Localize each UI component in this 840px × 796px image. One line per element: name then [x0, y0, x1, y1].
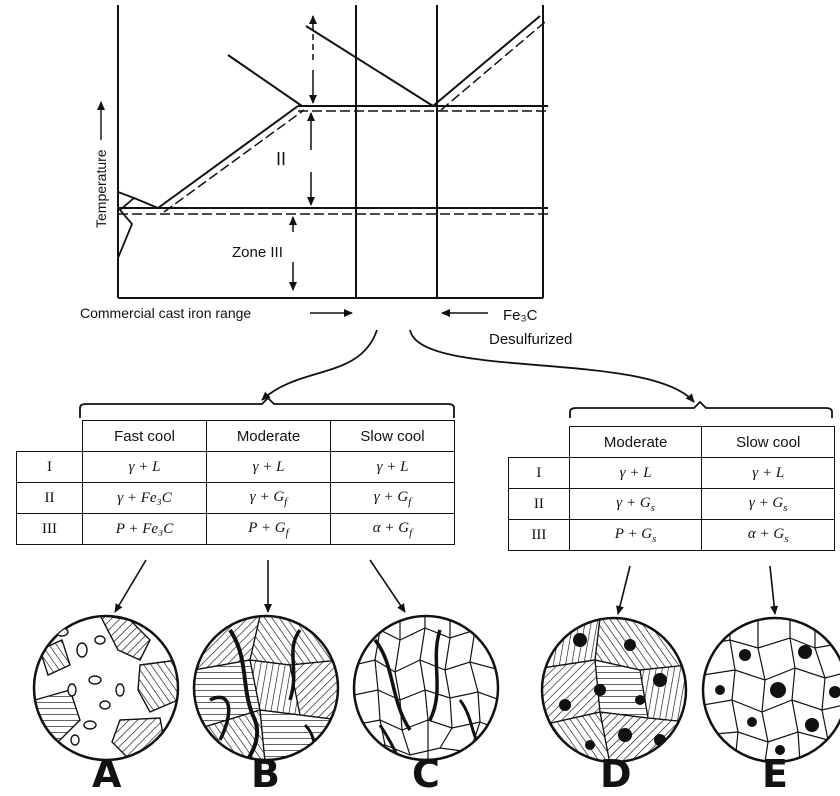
phase-table-right: Moderate Slow cool I γ + L γ + L II γ + … — [508, 426, 835, 551]
table-cell: γ + L — [701, 457, 835, 489]
table-row: II γ + Gs γ + Gs — [508, 488, 835, 520]
micrograph-label-A: A — [92, 752, 122, 796]
table-cell: γ + Gf — [330, 482, 455, 514]
zone-label: II — [508, 488, 570, 520]
a3-line — [133, 197, 159, 209]
micrograph-label-D: D — [600, 752, 632, 796]
acm-line-graphite — [163, 109, 305, 213]
arrow-to-E — [769, 565, 779, 615]
table-row: I γ + L γ + L — [508, 457, 835, 489]
arrow-to-A — [114, 559, 147, 613]
micrograph-D — [540, 616, 688, 764]
liquidus-hyper-graphite — [440, 21, 546, 111]
fe3c-label: Fe₃C — [503, 307, 538, 324]
table-row: II γ + Fe₃C γ + Gf γ + Gf — [16, 482, 455, 514]
header-moderate: Moderate — [206, 420, 331, 452]
phase-diagram — [79, 5, 833, 418]
arrow-to-D — [616, 565, 631, 615]
liquidus-hypo — [305, 25, 434, 107]
table-cell: γ + Gs — [568, 488, 703, 520]
connector-to-right-table — [409, 329, 695, 403]
table-header-row: Fast cool Moderate Slow cool — [16, 420, 455, 452]
liquidus-austenite — [227, 54, 303, 107]
zone-label: II — [16, 482, 83, 514]
left-table-brace — [79, 396, 455, 418]
micrograph-B — [192, 614, 340, 762]
table-cell: P + Gs — [568, 519, 703, 551]
table-cell: P + Gf — [206, 513, 331, 545]
table-cell: γ + Gs — [701, 488, 835, 520]
phase-table-left: Fast cool Moderate Slow cool I γ + L γ +… — [16, 420, 455, 545]
range-label: Commercial cast iron range — [80, 305, 251, 321]
table-cell: γ + Gf — [206, 482, 331, 514]
liquidus-hyper — [432, 15, 541, 107]
table-cell: P + Fe₃C — [82, 513, 207, 545]
desulfurized-label: Desulfurized — [489, 331, 572, 348]
acm-line — [157, 105, 299, 209]
header-fast-cool: Fast cool — [82, 420, 207, 452]
arrow-to-C — [369, 559, 406, 613]
table-cell: α + Gs — [701, 519, 835, 551]
table-cell: α + Gf — [330, 513, 455, 545]
table-row: III P + Gs α + Gs — [508, 519, 835, 551]
micrograph-E — [701, 616, 840, 764]
table-cell: γ + L — [330, 451, 455, 483]
table-row: III P + Fe₃C P + Gf α + Gf — [16, 513, 455, 545]
micrograph-label-C: C — [412, 752, 440, 796]
table-header-row: Moderate Slow cool — [508, 426, 835, 458]
connector-to-left-table — [261, 329, 378, 401]
table-row: I γ + L γ + L γ + L — [16, 451, 455, 483]
micrograph-A — [32, 614, 180, 762]
zone-label: III — [16, 513, 83, 545]
micrograph-C — [352, 614, 500, 762]
header-moderate: Moderate — [568, 426, 703, 458]
micrograph-label-B: B — [251, 752, 280, 796]
zone3-label: Zone III — [232, 244, 283, 261]
table-cell: γ + L — [82, 451, 207, 483]
temperature-axis-label: Temperature — [93, 149, 109, 228]
zone2-label: II — [276, 149, 286, 169]
header-slow-cool: Slow cool — [701, 426, 835, 458]
ferrite-region — [117, 191, 136, 259]
table-cell: γ + L — [206, 451, 331, 483]
micrograph-label-E: E — [762, 752, 788, 796]
zone-label: III — [508, 519, 570, 551]
zone-label: I — [16, 451, 83, 483]
header-slow-cool: Slow cool — [330, 420, 455, 452]
table-cell: γ + Fe₃C — [82, 482, 207, 514]
table-cell: γ + L — [568, 457, 703, 489]
right-table-brace — [569, 400, 833, 418]
zone-label: I — [508, 457, 570, 489]
